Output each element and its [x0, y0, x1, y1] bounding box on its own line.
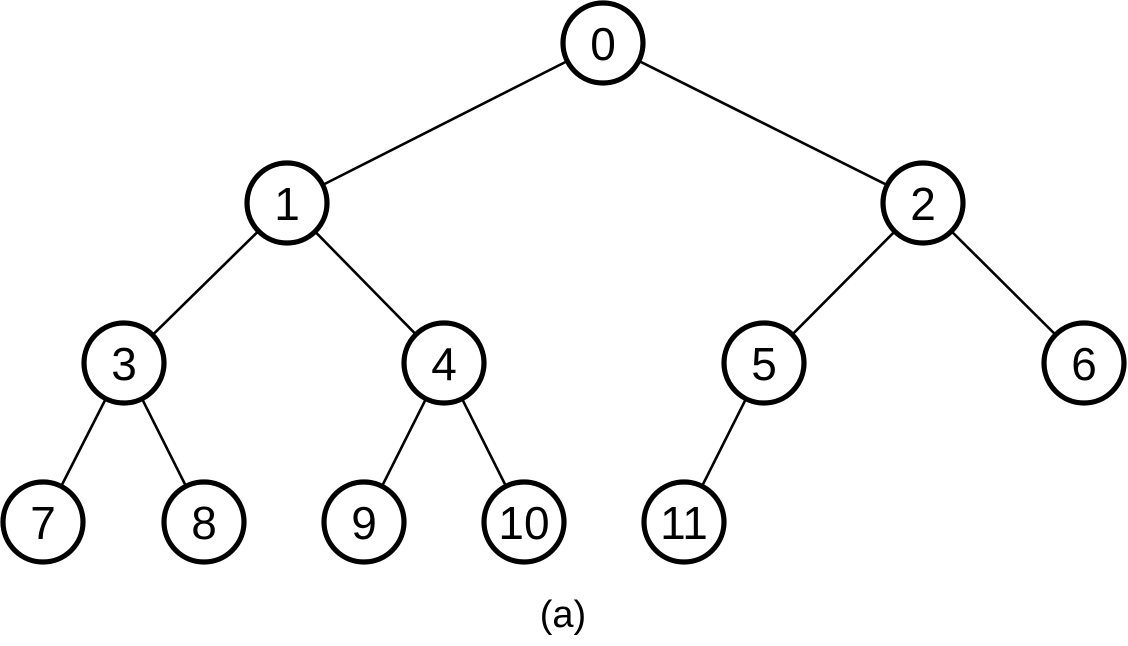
tree-node-4[interactable]: 4	[401, 320, 487, 406]
tree-node-label-3: 3	[111, 338, 137, 390]
tree-node-10[interactable]: 10	[481, 479, 567, 565]
tree-node-label-8: 8	[191, 497, 217, 549]
tree-node-circle-10[interactable]	[481, 479, 567, 565]
tree-node-circle-4[interactable]	[401, 320, 487, 406]
tree-node-circle-11[interactable]	[641, 479, 727, 565]
tree-edge-0-1	[320, 59, 570, 187]
tree-node-label-6: 6	[1071, 338, 1097, 390]
tree-edge-4-10	[460, 396, 508, 489]
tree-node-label-7: 7	[30, 497, 56, 549]
tree-node-label-0: 0	[590, 18, 616, 70]
tree-edge-5-11	[700, 396, 748, 489]
tree-edge-0-2	[636, 59, 890, 187]
tree-edge-3-7	[59, 396, 108, 489]
tree-edge-1-4	[313, 229, 418, 337]
tree-node-circle-7[interactable]	[0, 479, 86, 565]
tree-node-circle-9[interactable]	[321, 479, 407, 565]
tree-edge-3-8	[140, 396, 188, 489]
figure-caption: (a)	[540, 594, 586, 636]
tree-edge-2-6	[949, 229, 1058, 337]
tree-node-label-5: 5	[751, 338, 777, 390]
tree-node-label-10: 10	[498, 497, 549, 549]
edge-layer	[59, 59, 1058, 489]
tree-node-7[interactable]: 7	[0, 479, 86, 565]
tree-node-5[interactable]: 5	[721, 320, 807, 406]
tree-node-6[interactable]: 6	[1041, 320, 1127, 406]
tree-node-label-11: 11	[660, 497, 708, 549]
tree-node-circle-2[interactable]	[880, 160, 966, 246]
tree-edge-2-5	[790, 229, 897, 337]
tree-node-2[interactable]: 2	[880, 160, 966, 246]
node-layer: 0 1 2 3 4 5 6 7 8 9 10 11	[0, 0, 1127, 565]
tree-node-circle-1[interactable]	[244, 160, 330, 246]
tree-node-label-9: 9	[351, 497, 377, 549]
tree-node-label-1: 1	[274, 178, 300, 230]
tree-node-circle-8[interactable]	[161, 479, 247, 565]
tree-node-11[interactable]: 11	[641, 479, 727, 565]
tree-node-circle-6[interactable]	[1041, 320, 1127, 406]
tree-edge-4-9	[380, 396, 428, 489]
tree-node-8[interactable]: 8	[161, 479, 247, 565]
tree-node-label-4: 4	[431, 338, 457, 390]
tree-node-0[interactable]: 0	[560, 0, 646, 86]
tree-node-circle-3[interactable]	[81, 320, 167, 406]
tree-node-9[interactable]: 9	[321, 479, 407, 565]
tree-edge-1-3	[150, 229, 261, 337]
tree-node-circle-5[interactable]	[721, 320, 807, 406]
tree-node-circle-0[interactable]	[560, 0, 646, 86]
tree-node-3[interactable]: 3	[81, 320, 167, 406]
tree-node-label-2: 2	[910, 178, 936, 230]
tree-node-1[interactable]: 1	[244, 160, 330, 246]
